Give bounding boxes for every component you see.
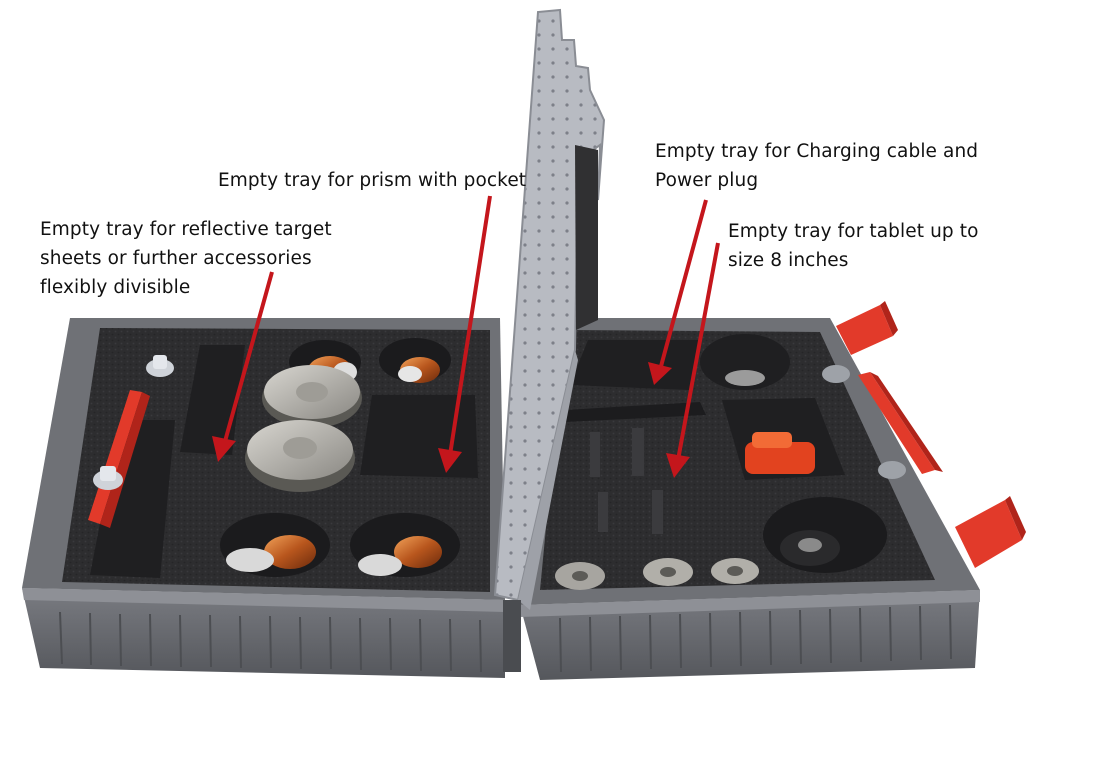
tribrach-adapter bbox=[763, 497, 887, 573]
red-end-cap-top bbox=[836, 301, 898, 355]
label-line: Power plug bbox=[655, 170, 759, 191]
tribrach-disc-upper bbox=[262, 365, 362, 428]
tool-bits bbox=[590, 428, 663, 534]
label-line: Empty tray for Charging cable and bbox=[655, 141, 979, 162]
arrow-tablet bbox=[666, 242, 720, 478]
lid-pegboard-panel bbox=[493, 8, 606, 610]
case-hinge bbox=[503, 600, 521, 672]
red-end-cap-bottom bbox=[955, 496, 1026, 568]
right-case-half bbox=[520, 301, 1026, 680]
label-line: Empty tray for prism with pocket bbox=[218, 170, 527, 191]
label-reflective-target-tray: Empty tray for reflective target sheets … bbox=[40, 215, 332, 302]
arrow-reflective-target bbox=[212, 271, 274, 462]
label-prism-pocket-tray: Empty tray for prism with pocket bbox=[218, 166, 526, 195]
left-latch-lower bbox=[93, 466, 123, 490]
right-red-handle bbox=[858, 372, 943, 474]
label-line: Empty tray for tablet up to bbox=[728, 221, 979, 242]
red-battery bbox=[745, 432, 815, 474]
label-tablet-tray: Empty tray for tablet up to size 8 inche… bbox=[728, 217, 979, 275]
annotation-arrows bbox=[212, 195, 720, 478]
prism-bottom-right bbox=[350, 513, 460, 577]
prism-top-right bbox=[379, 338, 451, 383]
prism-bottom-left bbox=[220, 513, 330, 577]
adapter-nuts bbox=[555, 558, 759, 590]
label-line: Empty tray for reflective target bbox=[40, 219, 332, 240]
left-latch-upper bbox=[146, 355, 174, 377]
label-line: size 8 inches bbox=[728, 250, 849, 271]
arrow-prism-pocket bbox=[438, 195, 492, 473]
tribrach-disc-lower bbox=[245, 420, 355, 492]
label-charging-cable-tray: Empty tray for Charging cable and Power … bbox=[655, 137, 978, 195]
label-line: sheets or further accessories bbox=[40, 248, 312, 269]
left-red-handle bbox=[88, 390, 150, 528]
arrow-charging-cable bbox=[648, 199, 708, 385]
label-line: flexibly divisible bbox=[40, 277, 191, 298]
left-case-half bbox=[22, 318, 505, 678]
